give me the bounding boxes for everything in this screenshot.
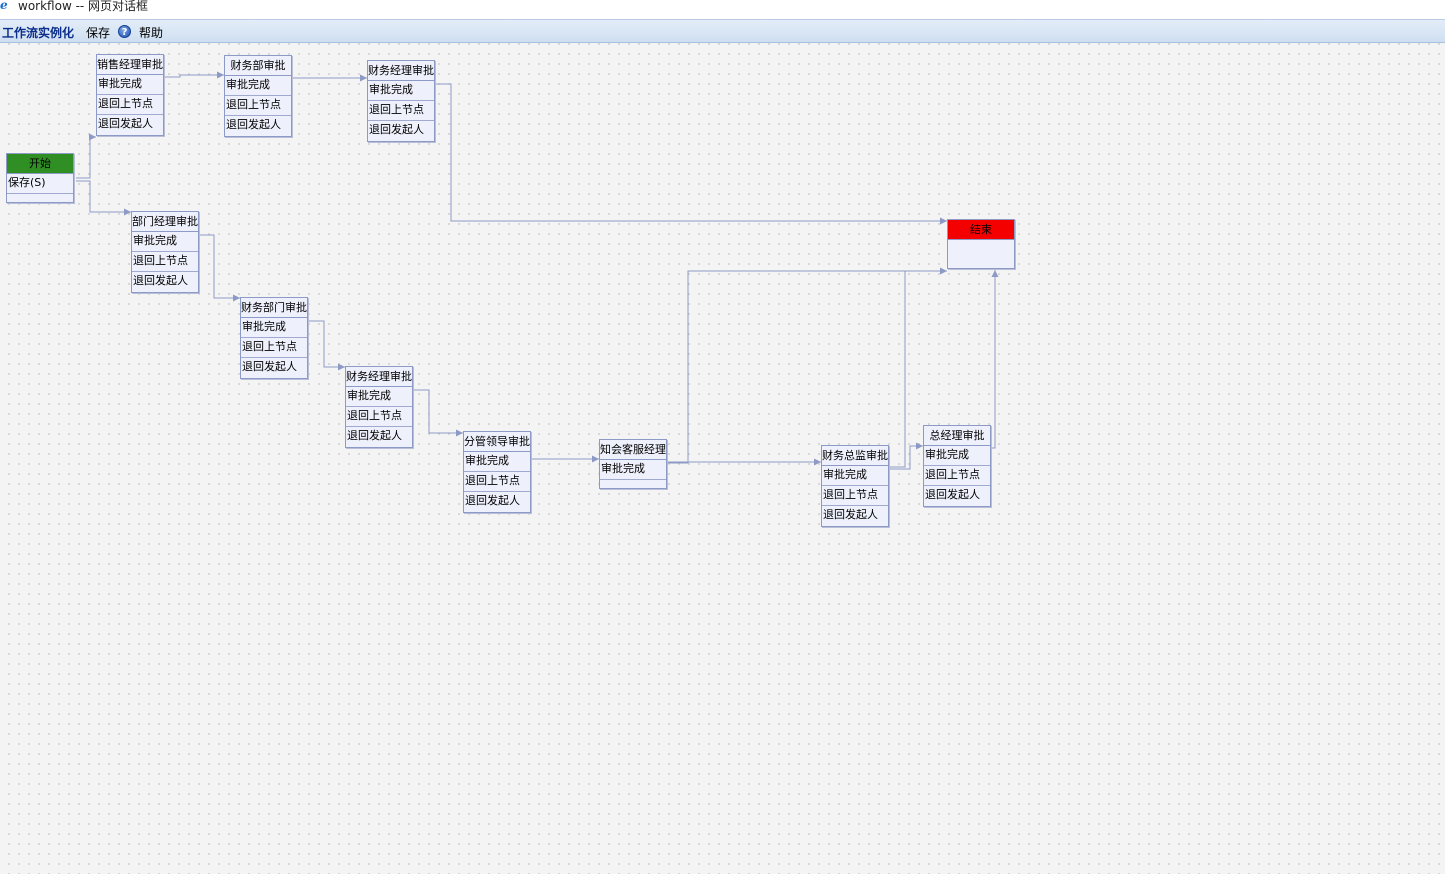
node-action[interactable]: 退回发起人 [133, 274, 188, 287]
node-action[interactable]: 退回上节点 [368, 101, 434, 121]
start-node[interactable]: 开始 保存(S) [6, 153, 74, 203]
node-action[interactable]: 审批完成 [346, 387, 412, 407]
finance-manager-top-node[interactable]: 财务经理审批 审批完成 退回上节点 退回发起人 [367, 60, 435, 142]
node-action[interactable]: 审批完成 [822, 466, 888, 486]
node-title: 部门经理审批 [132, 212, 198, 232]
node-action[interactable]: 审批完成 [924, 446, 990, 466]
node-action[interactable]: 审批完成 [600, 460, 666, 480]
end-node[interactable]: 结束 [947, 219, 1015, 269]
node-action[interactable]: 退回发起人 [465, 494, 520, 507]
node-title: 开始 [7, 154, 73, 174]
node-action[interactable]: 退回发起人 [226, 118, 281, 131]
node-action[interactable]: 退回上节点 [97, 95, 163, 115]
app-title: 工作流实例化 [2, 26, 75, 40]
node-action[interactable]: 退回上节点 [924, 466, 990, 486]
node-action[interactable]: 退回上节点 [132, 252, 198, 272]
node-action[interactable]: 审批完成 [368, 81, 434, 101]
help-button[interactable]: 帮助 [139, 26, 164, 40]
node-action[interactable]: 审批完成 [225, 76, 291, 96]
finance-manager-mid-node[interactable]: 财务经理审批 审批完成 退回上节点 退回发起人 [345, 366, 413, 448]
node-title: 销售经理审批 [97, 55, 163, 75]
node-empty [600, 480, 666, 488]
node-action[interactable]: 退回发起人 [98, 117, 153, 130]
window-title: workflow -- 网页对话框 [18, 0, 149, 13]
general-manager-node[interactable]: 总经理审批 审批完成 退回上节点 退回发起人 [923, 425, 991, 507]
node-title: 分管领导审批 [464, 432, 530, 452]
node-action[interactable]: 退回发起人 [823, 508, 878, 521]
node-action[interactable]: 保存(S) [7, 174, 73, 194]
node-title: 总经理审批 [924, 426, 990, 446]
node-action[interactable]: 退回上节点 [346, 407, 412, 427]
node-title: 财务经理审批 [368, 61, 434, 81]
save-button[interactable]: 保存 [86, 26, 111, 40]
window-titlebar: e workflow -- 网页对话框 [0, 0, 1445, 19]
node-action[interactable]: 退回发起人 [369, 123, 424, 136]
node-title: 财务经理审批 [346, 367, 412, 387]
ie-icon: e [0, 0, 8, 12]
node-action[interactable]: 退回上节点 [822, 486, 888, 506]
node-action[interactable]: 审批完成 [464, 452, 530, 472]
node-title: 财务总监审批 [822, 446, 888, 466]
toolbar: 工作流实例化 保存 ? 帮助 [0, 19, 1445, 43]
node-action[interactable]: 退回上节点 [464, 472, 530, 492]
node-title: 结束 [948, 220, 1014, 240]
workflow-canvas[interactable] [0, 43, 1445, 874]
notify-cs-manager-node[interactable]: 知会客服经理 审批完成 [599, 439, 667, 489]
finance-department-node[interactable]: 财务部门审批 审批完成 退回上节点 退回发起人 [240, 297, 308, 379]
node-action[interactable]: 退回上节点 [241, 338, 307, 358]
dept-manager-node[interactable]: 部门经理审批 审批完成 退回上节点 退回发起人 [131, 211, 199, 293]
division-leader-node[interactable]: 分管领导审批 审批完成 退回上节点 退回发起人 [463, 431, 531, 513]
node-action[interactable]: 审批完成 [241, 318, 307, 338]
node-title: 财务部门审批 [241, 298, 307, 318]
node-title: 财务部审批 [225, 56, 291, 76]
node-action[interactable]: 退回发起人 [925, 488, 980, 501]
node-action[interactable]: 退回上节点 [225, 96, 291, 116]
sales-manager-node[interactable]: 销售经理审批 审批完成 退回上节点 退回发起人 [96, 54, 164, 136]
node-title: 知会客服经理 [600, 440, 666, 460]
node-action[interactable]: 退回发起人 [242, 360, 297, 373]
help-icon[interactable]: ? [118, 25, 131, 38]
node-action[interactable]: 审批完成 [97, 75, 163, 95]
finance-dept-node[interactable]: 财务部审批 审批完成 退回上节点 退回发起人 [224, 55, 292, 137]
node-action[interactable]: 退回发起人 [347, 429, 402, 442]
node-empty [7, 194, 73, 202]
node-action[interactable]: 审批完成 [132, 232, 198, 252]
finance-director-node[interactable]: 财务总监审批 审批完成 退回上节点 退回发起人 [821, 445, 889, 527]
